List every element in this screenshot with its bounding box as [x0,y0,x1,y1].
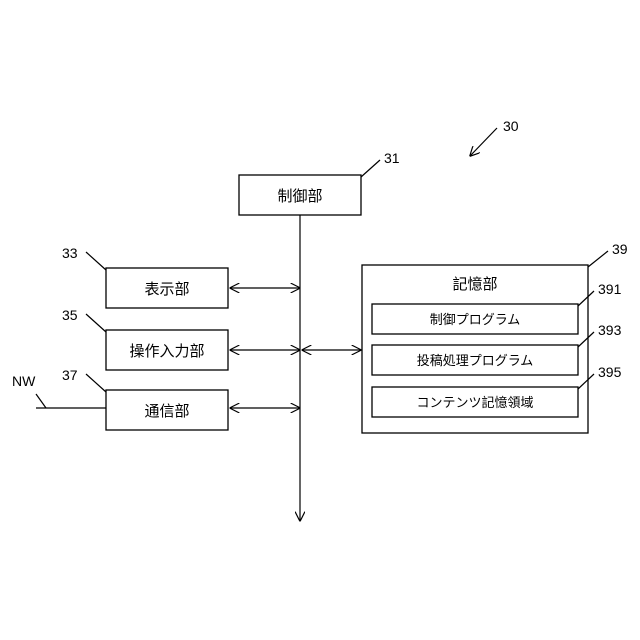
communication-unit: 通信部 37 NW [12,367,300,430]
storage-unit-leader [588,251,608,267]
figure-ref-30: 30 [470,118,519,156]
communication-unit-ref: 37 [62,367,78,383]
storage-item-ref: 391 [598,281,622,297]
storage-item-label: 制御プログラム [430,312,521,327]
display-unit-leader [86,252,106,270]
control-unit-ref: 31 [384,150,400,166]
operation-input-unit: 操作入力部 35 [62,307,300,370]
network-leader [36,394,46,408]
communication-unit-label: 通信部 [144,403,189,420]
storage-unit: 記憶部 39 制御プログラム 391 投稿処理プログラム 393 コンテンツ記憶… [362,241,628,433]
figure-ref-label: 30 [503,118,519,134]
network-label: NW [12,373,36,389]
display-unit-ref: 33 [62,245,78,261]
communication-unit-leader [86,374,106,392]
storage-unit-label: 記憶部 [452,276,497,293]
storage-unit-ref: 39 [612,241,628,257]
storage-item-ref: 395 [598,364,622,380]
storage-item-label: コンテンツ記憶領域 [416,395,533,410]
figure-ref-arrow [470,128,497,156]
display-unit: 表示部 33 [62,245,300,308]
control-unit-label: 制御部 [277,188,322,205]
operation-input-unit-label: 操作入力部 [129,343,204,360]
storage-item-ref: 393 [598,322,622,338]
control-unit: 制御部 31 [239,150,400,215]
storage-item-label: 投稿処理プログラム [417,353,534,368]
operation-input-unit-ref: 35 [62,307,78,323]
display-unit-label: 表示部 [144,281,189,298]
control-unit-leader [361,160,380,177]
operation-input-unit-leader [86,314,106,332]
